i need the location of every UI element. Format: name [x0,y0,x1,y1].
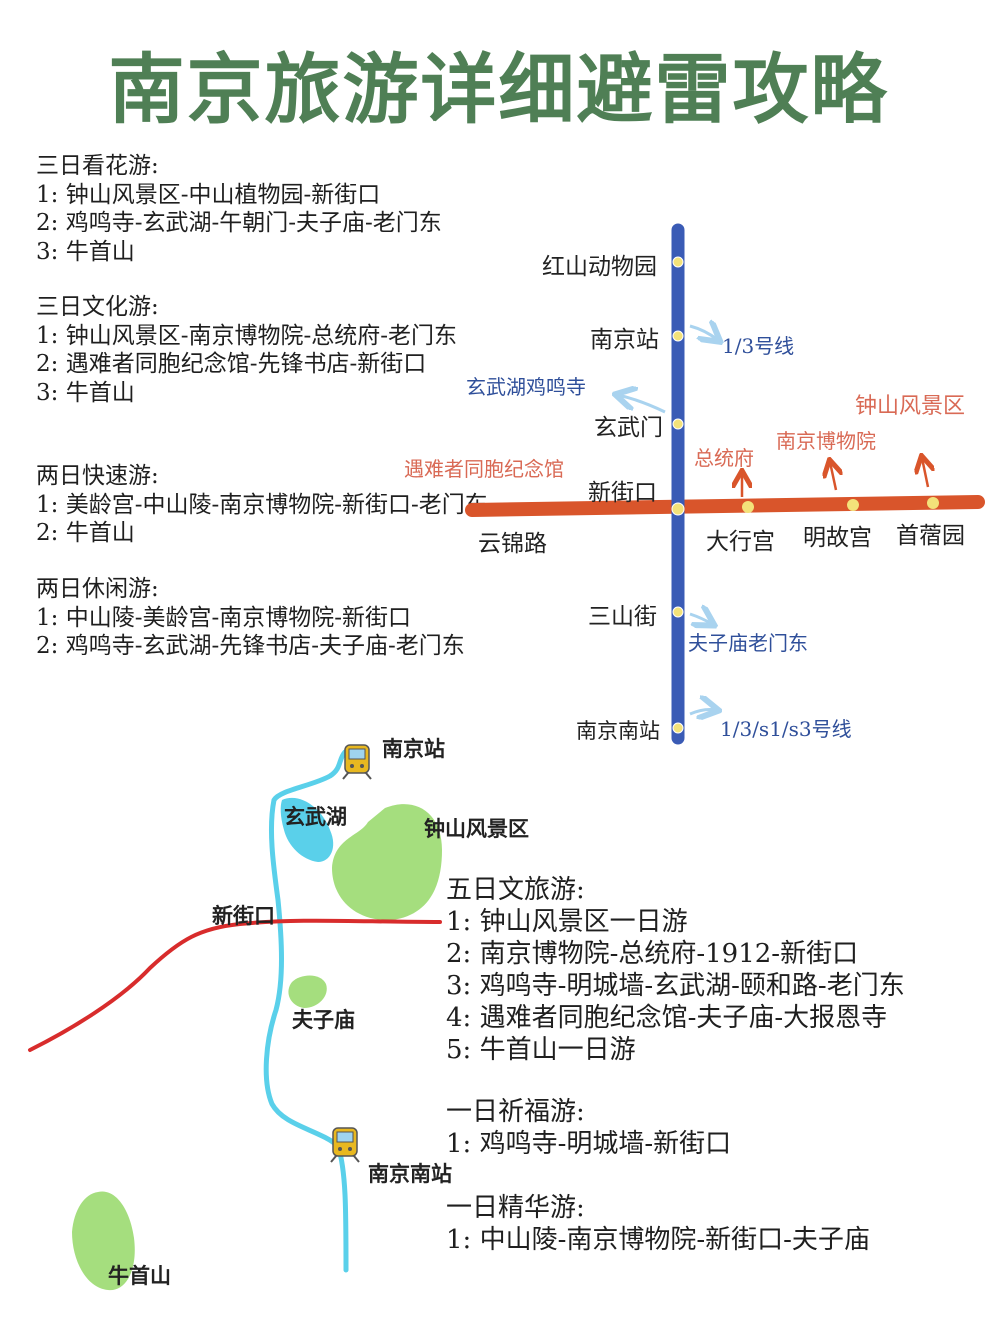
page-title: 南京旅游详细避雷攻略 [108,45,889,134]
zhongshan-area [332,804,442,921]
itinerary-heading: 两日快速游: [36,463,159,489]
itinerary-line: 2: 牛首山 [36,520,135,546]
map-label-scenic: 钟山风景区 [424,817,529,841]
map-label-center: 新街口 [212,904,275,928]
map-label-station: 南京南站 [368,1162,452,1186]
itinerary-line: 1: 美龄宫-中山陵-南京博物院-新街口-老门东 [36,491,488,518]
metro-station [672,722,684,734]
train-icon [342,744,372,780]
itinerary-line: 3: 牛首山 [36,379,135,406]
attraction-label: 南京博物院 [776,429,876,453]
itinerary-block: 两日休闲游: 1: 中山陵-美龄宫-南京博物院-新街口 2: 鸡鸣寺-玄武湖-先… [36,575,465,661]
metro-station [672,418,684,430]
itinerary-heading: 一日祈福游: [446,1097,585,1127]
transfer-note: 1/3/s1/s3号线 [720,717,852,741]
itinerary-block: 三日文化游: 1: 钟山风景区-南京博物院-总统府-老门东 2: 遇难者同胞纪念… [36,293,457,407]
road [28,918,442,1052]
arrow-icon [618,395,666,414]
itinerary-line: 3: 牛首山 [36,238,135,265]
attraction-label: 总统府 [694,446,754,470]
station-label: 大行宫 [706,529,775,555]
attraction-label: 夫子庙老门东 [688,631,808,655]
arrow-icon [689,614,712,624]
map-label-temple: 夫子庙 [292,1008,355,1032]
metro-station [927,497,939,509]
map-label-lake: 玄武湖 [284,805,347,829]
transfer-note: 1/3号线 [722,334,795,358]
station-label: 南京站 [590,327,659,353]
station-label: 云锦路 [478,531,547,557]
itinerary-heading: 五日文旅游: [446,875,585,905]
itinerary-block: 一日精华游: 1: 中山陵-南京博物院-新街口-夫子庙 [446,1192,870,1256]
itinerary-line: 1: 中山陵-南京博物院-新街口-夫子庙 [446,1225,870,1255]
metro-station [672,330,684,342]
itinerary-line: 4: 遇难者同胞纪念馆-夫子庙-大报恩寺 [446,1003,888,1033]
station-label: 南京南站 [576,719,660,743]
itinerary-heading: 三日文化游: [36,294,159,320]
metro-station [847,499,859,511]
itinerary-heading: 两日休闲游: [36,576,159,602]
mountain-area [72,1191,135,1291]
temple-area [288,975,327,1008]
itinerary-block: 三日看花游: 1: 钟山风景区-中山植物园-新街口 2: 鸡鸣寺-玄武湖-午朝门… [36,152,442,266]
station-label: 三山街 [588,604,657,630]
station-label: 首蓿园 [896,523,965,549]
itinerary-line: 1: 中山陵-美龄宫-南京博物院-新街口 [36,604,412,631]
itinerary-line: 2: 南京博物院-总统府-1912-新街口 [446,939,859,969]
station-label: 红山动物园 [542,254,657,280]
station-label: 明故宫 [803,525,872,551]
itinerary-heading: 三日看花游: [36,153,159,179]
itinerary-line: 1: 钟山风景区-中山植物园-新街口 [36,181,381,208]
arrow-icon [689,710,716,715]
map-label-mountain: 牛首山 [108,1264,171,1288]
metro-station [742,501,754,513]
attraction-label: 钟山风景区 [855,394,966,419]
itinerary-line: 1: 钟山风景区-南京博物院-总统府-老门东 [36,322,458,349]
arrow-icon [922,458,928,488]
itinerary-line: 2: 鸡鸣寺-玄武湖-先锋书店-夫子庙-老门东 [36,633,465,659]
itinerary-line: 5: 牛首山一日游 [446,1035,636,1065]
itinerary-line: 2: 鸡鸣寺-玄武湖-午朝门-夫子庙-老门东 [36,210,442,236]
itinerary-line: 2: 遇难者同胞纪念馆-先锋书店-新街口 [36,351,427,377]
attraction-label: 玄武湖鸡鸣寺 [466,375,586,399]
station-label: 新街口 [588,480,657,506]
arrow-icon [830,462,836,491]
metro-station [672,606,684,618]
train-icon [330,1127,360,1163]
itinerary-block: 五日文旅游: 1: 钟山风景区一日游 2: 南京博物院-总统府-1912-新街口… [446,874,905,1066]
itinerary-heading: 一日精华游: [446,1193,585,1223]
itinerary-line: 3: 鸡鸣寺-明城墙-玄武湖-颐和路-老门东 [446,971,905,1001]
itinerary-line: 1: 鸡鸣寺-明城墙-新街口 [446,1129,732,1159]
itinerary-line: 1: 钟山风景区一日游 [446,907,688,937]
lake-area [280,797,334,862]
itinerary-block: 一日祈福游: 1: 鸡鸣寺-明城墙-新街口 [446,1096,731,1160]
arrow-icon [689,326,718,340]
attraction-label: 遇难者同胞纪念馆 [404,457,564,481]
map-label-station: 南京站 [382,737,445,761]
itinerary-block: 两日快速游: 1: 美龄宫-中山陵-南京博物院-新街口-老门东 2: 牛首山 [36,462,488,548]
metro-station [671,502,685,516]
metro-station [672,256,684,268]
station-label: 玄武门 [594,415,663,441]
metro-line-horizontal [465,495,985,517]
